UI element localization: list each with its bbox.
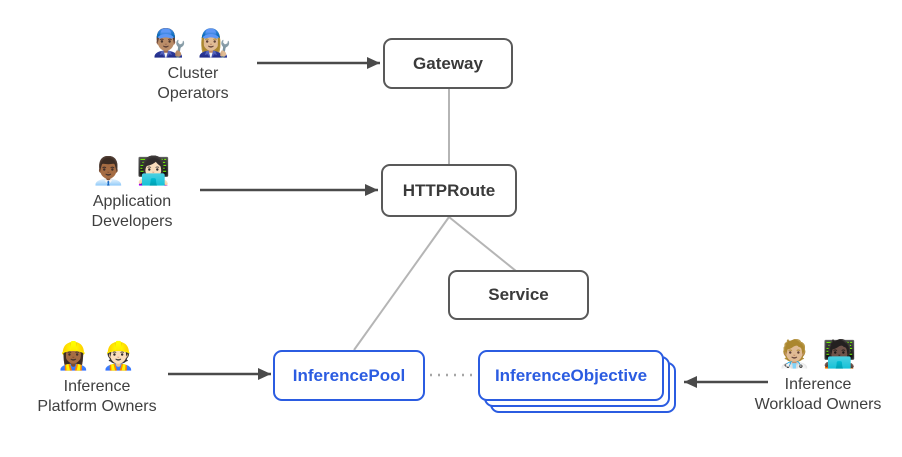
persona-label-line: Workload Owners — [754, 396, 882, 413]
persona-inference-workload-owners: 🧑🏼‍⚕️ 🧑🏿‍💻 Inference Workload Owners — [733, 335, 902, 415]
node-inferencepool: InferencePool — [273, 350, 425, 401]
node-httproute: HTTPRoute — [381, 164, 517, 217]
persona-cluster-operators-label: Cluster Operators — [108, 64, 278, 104]
node-httproute-label: HTTPRoute — [402, 180, 496, 200]
node-service-label: Service — [488, 285, 549, 304]
persona-inference-platform-owners-label: Inference Platform Owners — [12, 377, 182, 417]
node-inferenceobjective-label: InferenceObjective — [494, 365, 648, 385]
workload-owners-emoji-icon: 🧑🏼‍⚕️ 🧑🏿‍💻 — [777, 339, 859, 369]
construction-workers-emoji-icon: 👷🏾‍♀️ 👷🏻 — [56, 341, 138, 371]
persona-application-developers: 👨🏾‍💼 👩🏻‍💻 Application Developers — [47, 152, 217, 232]
persona-application-developers-label: Application Developers — [47, 192, 217, 232]
edge-httproute-inferencepool — [353, 216, 450, 351]
persona-inference-platform-owners: 👷🏾‍♀️ 👷🏻 Inference Platform Owners — [12, 337, 182, 417]
persona-label-line: Operators — [157, 85, 229, 102]
node-inferencepool-label: InferencePool — [292, 365, 406, 385]
persona-label-line: Cluster — [167, 65, 219, 82]
cluster-operators-mechanics-emoji-icon: 👨🏽‍🔧 👩🏼‍🔧 — [152, 28, 234, 58]
node-service: Service — [448, 270, 589, 320]
node-gateway-label: Gateway — [413, 53, 483, 73]
node-inferenceobjective: InferenceObjective — [478, 350, 664, 401]
node-gateway: Gateway — [383, 38, 513, 89]
persona-inference-workload-owners-label: Inference Workload Owners — [733, 375, 902, 415]
persona-cluster-operators: 👨🏽‍🔧 👩🏼‍🔧 Cluster Operators — [108, 24, 278, 104]
persona-label-line: Developers — [91, 213, 173, 230]
application-developers-emoji-icon: 👨🏾‍💼 👩🏻‍💻 — [91, 156, 173, 186]
persona-label-line: Inference — [63, 378, 131, 395]
persona-label-line: Inference — [784, 376, 852, 393]
edge-httproute-service — [448, 216, 517, 272]
persona-label-line: Application — [92, 193, 172, 210]
persona-label-line: Platform Owners — [37, 398, 157, 415]
